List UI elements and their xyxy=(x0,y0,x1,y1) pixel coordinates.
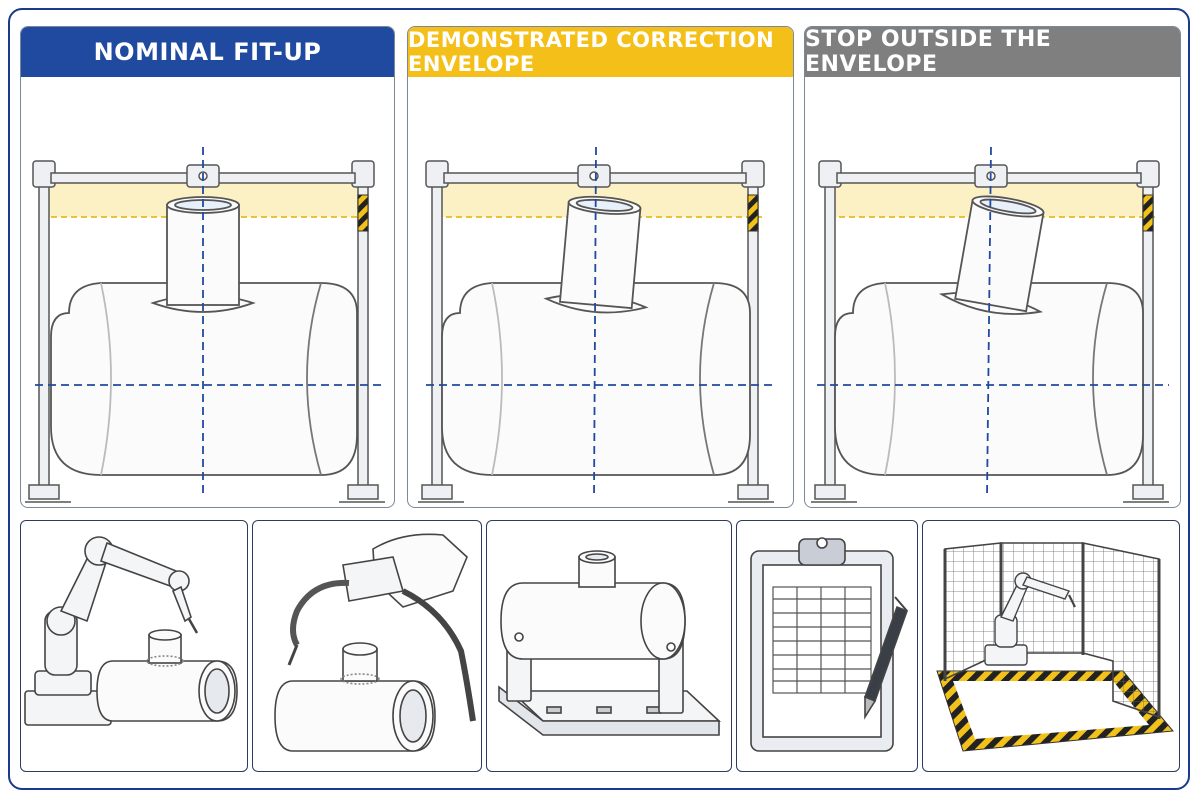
pipe-in-fixture-icon xyxy=(498,550,722,736)
safety-fenced-robot-cell-icon xyxy=(936,542,1174,752)
fit-up-diagram-nominal xyxy=(25,147,385,503)
panel-correction-envelope: DEMONSTRATED CORRECTION ENVELOPE xyxy=(407,26,794,508)
vertical-centerline xyxy=(986,146,992,498)
panel-title: STOP OUTSIDE THE ENVELOPE xyxy=(805,27,1052,77)
panel-stop-outside-envelope: STOP OUTSIDE THE ENVELOPE xyxy=(804,26,1181,508)
main-pipe xyxy=(50,282,358,476)
panel-header: STOP OUTSIDE THE ENVELOPE xyxy=(805,27,1180,77)
manual-welding-torch-icon xyxy=(274,533,476,752)
tile-clipboard xyxy=(736,520,918,772)
robot-arm-welding-pipe-tee-icon xyxy=(24,536,238,726)
panel-title: NOMINAL FIT-UP xyxy=(93,38,322,66)
branch-pipe xyxy=(939,195,1045,315)
hazard-marker xyxy=(1142,194,1154,232)
panel-nominal-fit-up: NOMINAL FIT-UP xyxy=(20,26,395,508)
checklist-grid xyxy=(772,586,872,694)
panel-title: DEMONSTRATED CORRECTION ENVELOPE xyxy=(408,28,775,76)
vertical-centerline xyxy=(593,146,597,498)
robot-arm-icon xyxy=(984,572,1076,666)
panel-header: DEMONSTRATED CORRECTION ENVELOPE xyxy=(408,27,793,77)
hazard-marker xyxy=(357,194,369,232)
branch-pipe xyxy=(543,195,649,314)
tile-manual-welding xyxy=(252,520,482,772)
tile-safety-cell xyxy=(922,520,1180,772)
panel-header: NOMINAL FIT-UP xyxy=(21,27,394,77)
clipboard-checklist-icon xyxy=(750,537,909,752)
main-pipe xyxy=(441,282,751,476)
hazard-marker xyxy=(747,194,759,232)
fit-up-diagram-within-envelope xyxy=(418,146,776,503)
pen-icon xyxy=(863,596,909,720)
outer-frame xyxy=(8,8,1190,790)
tile-pipe-fixture xyxy=(486,520,732,772)
fit-up-diagram-outside-envelope xyxy=(811,146,1169,503)
tile-robot-welding xyxy=(20,520,248,772)
main-pipe xyxy=(834,282,1144,476)
